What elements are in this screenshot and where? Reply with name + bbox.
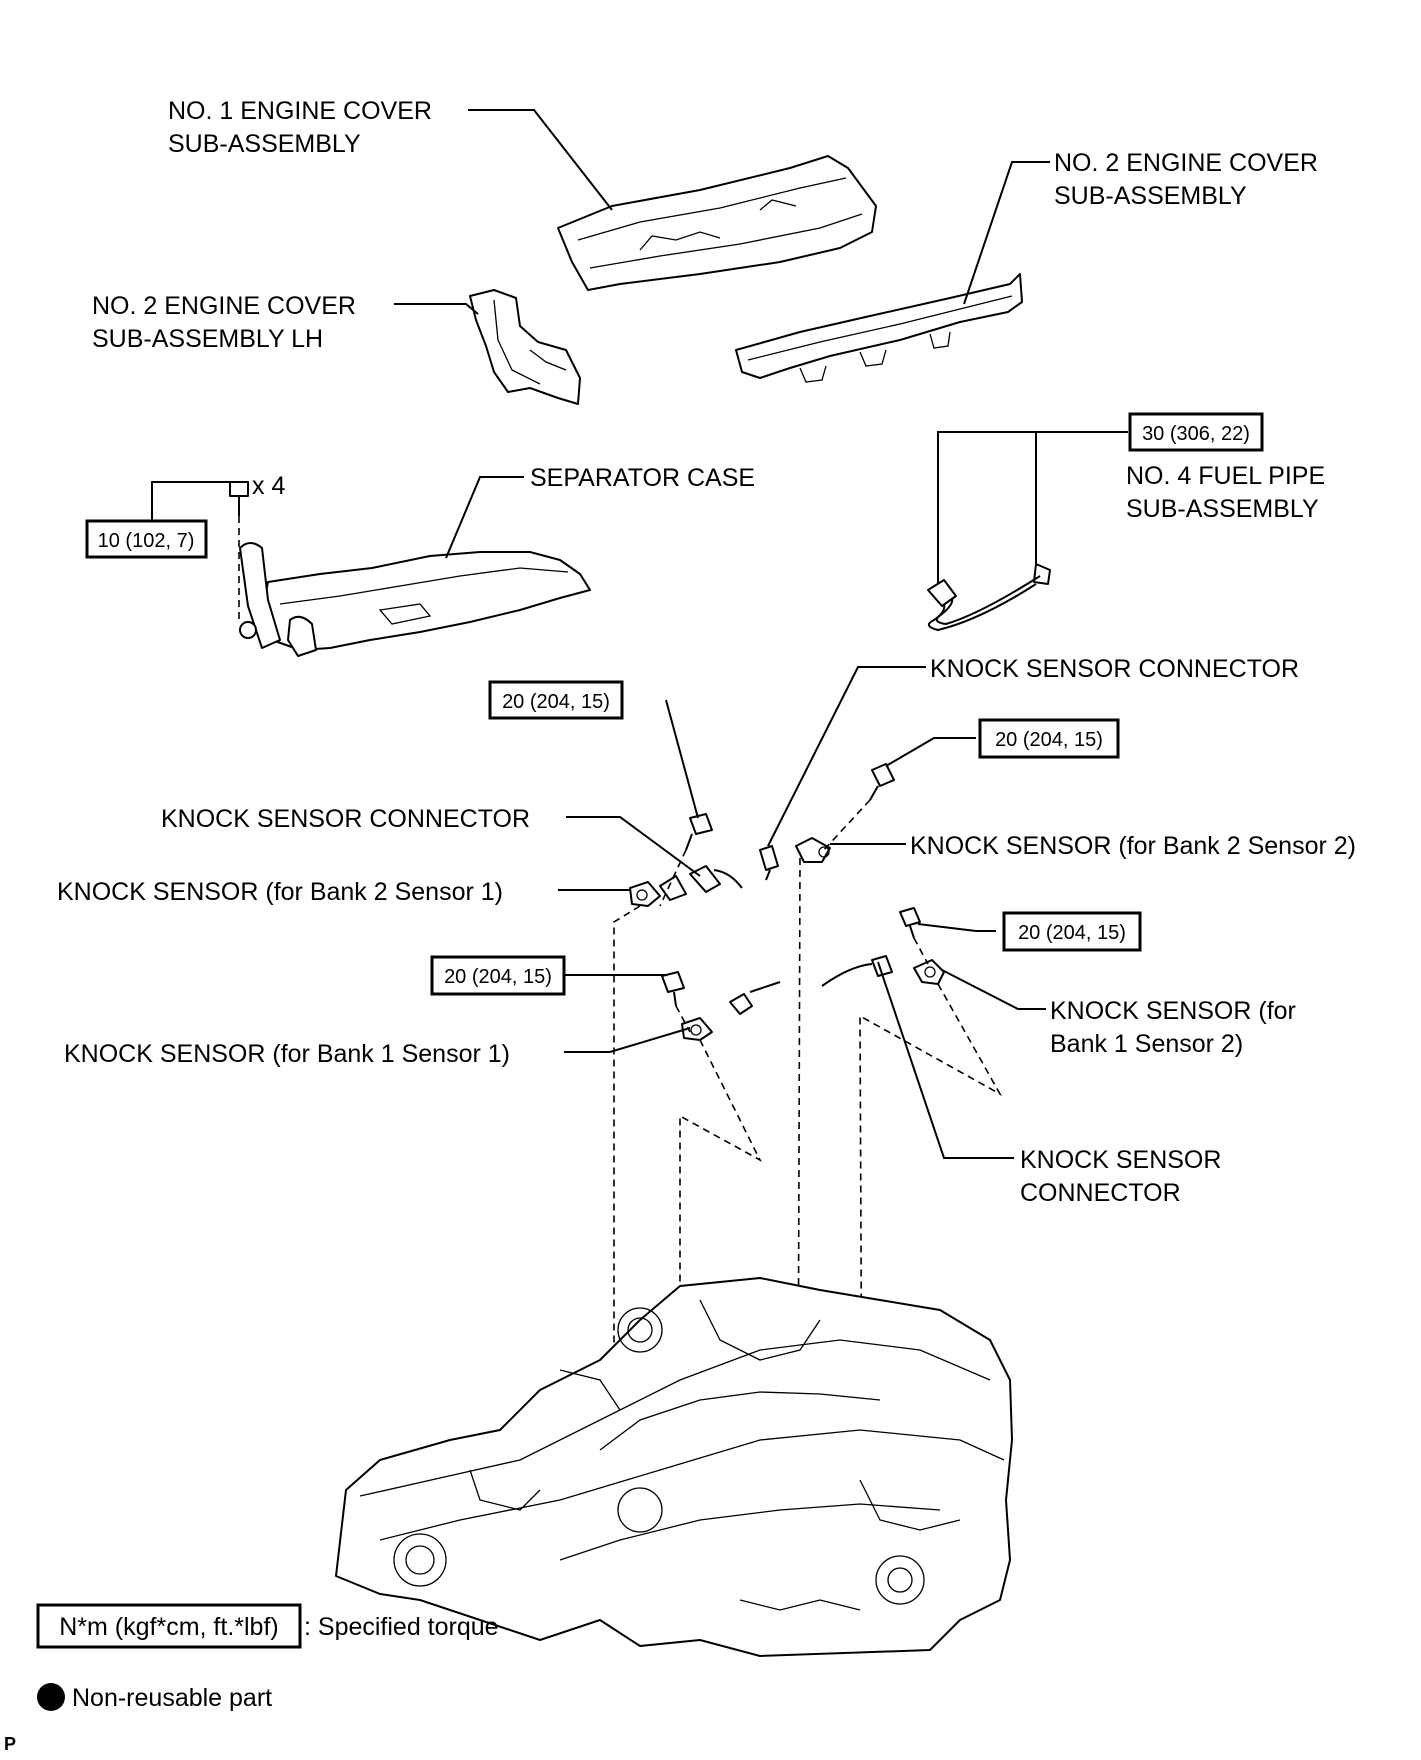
- label-knock-connector-upper-left: KNOCK SENSOR CONNECTOR: [161, 805, 530, 833]
- label-no4-fuel-pipe-line1: NO. 4 FUEL PIPE: [1126, 462, 1325, 490]
- bolt-bank2-s1-part: [685, 813, 713, 851]
- bolt-bank1-s1-part: [661, 971, 685, 1007]
- svg-text:20 (204, 15): 20 (204, 15): [444, 966, 552, 988]
- label-no1-engine-cover-line1: NO. 1 ENGINE COVER: [168, 97, 432, 125]
- torque-box-separator-bolts: 10 (102, 7): [85, 519, 208, 559]
- torque-box-bank2-s1: 20 (204, 15): [488, 680, 624, 720]
- label-no1-engine-cover-line2: SUB-ASSEMBLY: [168, 130, 361, 158]
- svg-text:30 (306, 22): 30 (306, 22): [1142, 423, 1250, 445]
- corner-mark: P: [4, 1734, 16, 1754]
- label-knock-bank2-s1: KNOCK SENSOR (for Bank 2 Sensor 1): [57, 878, 503, 906]
- legend: N*m (kgf*cm, ft.*lbf) : Specified torque…: [36, 1603, 499, 1712]
- no4-fuel-pipe-part: [927, 563, 1051, 632]
- svg-text:20 (204, 15): 20 (204, 15): [502, 691, 610, 713]
- knock-sensor-bank2-s2-part: [795, 837, 831, 863]
- torque-box-bank1-s2: 20 (204, 15): [1002, 911, 1142, 952]
- no2-engine-cover-part: [735, 273, 1023, 383]
- legend-non-reusable: Non-reusable part: [72, 1684, 272, 1712]
- svg-text:20 (204, 15): 20 (204, 15): [1018, 922, 1126, 944]
- connector-lower-part: [821, 955, 893, 987]
- label-knock-bank2-s2: KNOCK SENSOR (for Bank 2 Sensor 2): [910, 832, 1356, 860]
- label-knock-bank1-s2-line1: KNOCK SENSOR (for: [1050, 997, 1296, 1025]
- legend-torque-unit: N*m (kgf*cm, ft.*lbf): [59, 1613, 278, 1641]
- svg-text:10 (102, 7): 10 (102, 7): [98, 530, 195, 552]
- label-no2-engine-cover-line1: NO. 2 ENGINE COVER: [1054, 149, 1318, 177]
- non-reusable-dot-icon: [37, 1683, 65, 1711]
- separator-bolt-part: [229, 481, 249, 516]
- knock-sensor-bank2-s1-part: [629, 875, 687, 907]
- leader-lines: [151, 109, 1128, 1159]
- torque-box-bank1-s1: 20 (204, 15): [430, 955, 566, 996]
- label-knock-connector-upper-right: KNOCK SENSOR CONNECTOR: [930, 655, 1299, 683]
- label-no2-engine-cover-lh-line1: NO. 2 ENGINE COVER: [92, 292, 356, 320]
- label-knock-bank1-s2-line2: Bank 1 Sensor 2): [1050, 1030, 1243, 1058]
- torque-box-bank2-s2: 20 (204, 15): [978, 718, 1120, 759]
- label-no2-engine-cover-line2: SUB-ASSEMBLY: [1054, 182, 1247, 210]
- legend-torque-desc: : Specified torque: [304, 1613, 499, 1641]
- label-knock-connector-lower-line1: KNOCK SENSOR: [1020, 1146, 1221, 1174]
- svg-text:20 (204, 15): 20 (204, 15): [995, 729, 1103, 751]
- bolt-bank1-s2-part: [899, 907, 921, 939]
- connector-upper-right-part: [759, 845, 779, 881]
- legend-torque-box: [36, 1603, 302, 1649]
- no2-engine-cover-lh-part: [469, 289, 581, 405]
- label-no4-fuel-pipe-line2: SUB-ASSEMBLY: [1126, 495, 1319, 523]
- label-bolt-count: x 4: [252, 472, 285, 500]
- knock-sensor-bank1-s1-part: [681, 981, 781, 1041]
- torque-box-fuel-pipe: 30 (306, 22): [1128, 412, 1264, 452]
- engine-block-part: [335, 1277, 1013, 1657]
- connector-upper-left-part: [689, 865, 743, 893]
- no1-engine-cover-part: [557, 155, 877, 291]
- label-knock-connector-lower-line2: CONNECTOR: [1020, 1179, 1181, 1207]
- label-no2-engine-cover-lh-line2: SUB-ASSEMBLY LH: [92, 325, 323, 353]
- label-separator-case: SEPARATOR CASE: [530, 464, 755, 492]
- knock-sensor-bank1-s2-part: [913, 959, 945, 985]
- label-knock-bank1-s1: KNOCK SENSOR (for Bank 1 Sensor 1): [64, 1040, 510, 1068]
- separator-case-part: [239, 542, 591, 657]
- bolt-bank2-s2-part: [869, 763, 895, 801]
